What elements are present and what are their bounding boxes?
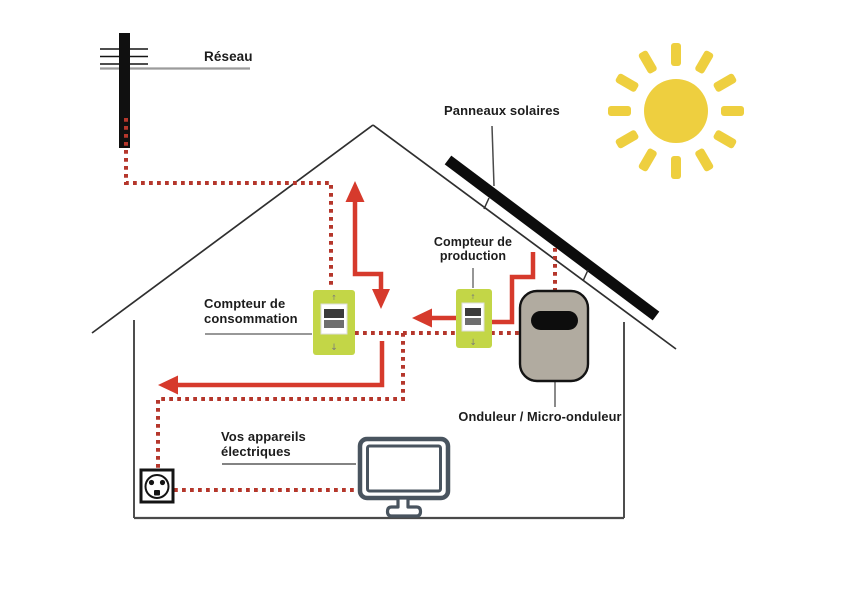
arrow-left-icon [412, 308, 432, 328]
flow-arrowheads [158, 181, 432, 395]
panneaux-pointer-line [491, 125, 495, 187]
roof-left-line [91, 124, 374, 334]
flow-panel-to-production-meter [492, 252, 536, 325]
label-reseau: Réseau [204, 49, 253, 64]
label-pointer-lines [205, 125, 556, 465]
label-panneaux-solaires: Panneaux solaires [444, 103, 560, 118]
panel-bracket [582, 269, 589, 282]
arrow-up-icon [345, 181, 365, 202]
label-vos-appareils: Vos appareils électriques [221, 429, 306, 459]
flow-junction-to-outlet [156, 333, 405, 469]
flow-up-and-down-arrows-line [352, 200, 384, 290]
flow-consumption-to-appliances-line [177, 341, 385, 388]
meter-down-arrow-icon: ↓ [330, 343, 338, 353]
label-compteur-consommation: Compteur de consommation [204, 296, 298, 326]
panel-bracket [483, 197, 490, 210]
label-line: production [439, 249, 507, 263]
roof-right-line [372, 124, 677, 350]
inverter-display-slot [531, 311, 578, 330]
flow-grid-to-consumption-meter [124, 118, 333, 289]
label-line: consommation [204, 310, 298, 326]
meter-up-arrow-icon: ↑ [331, 294, 337, 302]
house-outline [91, 124, 677, 520]
monitor-stand [385, 496, 423, 518]
sun-icon [608, 43, 744, 179]
power-outlet-icon [139, 468, 175, 504]
power-pole-icon [100, 33, 250, 148]
consumption-meter: ↑ ↓ [313, 290, 355, 355]
label-line: Compteur de [204, 296, 286, 311]
arrow-down-icon [372, 289, 390, 309]
label-onduleur: Onduleur / Micro-onduleur [458, 409, 622, 424]
monitor-icon [357, 436, 451, 518]
solid-flow-lines [177, 200, 536, 388]
label-line: électriques [221, 443, 291, 459]
meter-up-arrow-icon: ↑ [470, 293, 475, 301]
label-compteur-production: Compteur de production [420, 235, 526, 263]
label-line: Vos appareils [221, 429, 306, 444]
label-line: Compteur de [433, 235, 513, 249]
meter-down-arrow-icon: ↓ [469, 338, 476, 348]
inverter-icon [518, 289, 590, 383]
solar-panel-icon [444, 155, 660, 321]
arrow-left-icon [158, 375, 178, 395]
production-meter: ↑ ↓ [456, 289, 492, 348]
